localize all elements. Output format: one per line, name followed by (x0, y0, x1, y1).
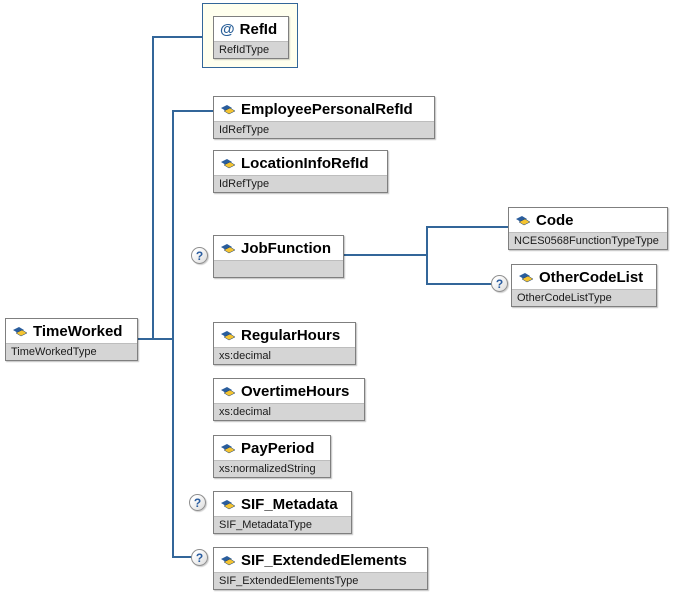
attribute-container: @ RefId RefIdType (202, 3, 298, 68)
connector-line-sifextendedelements-branch (172, 556, 192, 558)
connector-line-attribute-trunk (152, 36, 154, 340)
element-icon (220, 386, 236, 397)
element-icon (515, 215, 531, 226)
node-title: OtherCodeList (512, 265, 656, 289)
element-name: RegularHours (241, 326, 341, 344)
element-icon (220, 104, 236, 115)
connector-line-root-branch (138, 338, 174, 340)
node-sifextendedelements[interactable]: SIF_ExtendedElements SIF_ExtendedElement… (213, 547, 428, 590)
node-timeworked[interactable]: TimeWorked TimeWorkedType (5, 318, 138, 361)
connector-line-jobfunction-trunk (426, 226, 428, 285)
element-icon (220, 499, 236, 510)
connector-line-othercodelist-branch (426, 283, 492, 285)
element-name: SIF_ExtendedElements (241, 551, 407, 569)
element-type: SIF_MetadataType (214, 516, 351, 533)
optional-marker-othercodelist: ? (491, 275, 508, 292)
node-title: SIF_Metadata (214, 492, 351, 516)
connector-line-element-trunk (172, 110, 174, 558)
element-name: PayPeriod (241, 439, 315, 457)
connector-line-refid-branch (152, 36, 202, 38)
node-title: EmployeePersonalRefId (214, 97, 434, 121)
node-code[interactable]: Code NCES0568FunctionTypeType (508, 207, 668, 250)
element-name: OtherCodeList (539, 268, 644, 286)
element-type: OtherCodeListType (512, 289, 656, 306)
node-regularhours[interactable]: RegularHours xs:decimal (213, 322, 356, 365)
node-title: RegularHours (214, 323, 355, 347)
node-jobfunction[interactable]: JobFunction (213, 235, 344, 278)
attribute-at-icon: @ (220, 20, 235, 38)
element-type: NCES0568FunctionTypeType (509, 232, 667, 249)
element-type: TimeWorkedType (6, 343, 137, 360)
node-employeepersonalrefid[interactable]: EmployeePersonalRefId IdRefType (213, 96, 435, 139)
element-name: LocationInfoRefId (241, 154, 369, 172)
node-title: Code (509, 208, 667, 232)
element-icon (220, 243, 236, 254)
element-type (214, 260, 343, 277)
element-type: IdRefType (214, 121, 434, 138)
node-othercodelist[interactable]: OtherCodeList OtherCodeListType (511, 264, 657, 307)
connector-line-code-branch (426, 226, 508, 228)
connector-line-jobfunction-branch (344, 254, 428, 256)
optional-marker-jobfunction: ? (191, 247, 208, 264)
element-icon (220, 443, 236, 454)
element-icon (518, 272, 534, 283)
element-icon (220, 330, 236, 341)
node-title: TimeWorked (6, 319, 137, 343)
node-title: OvertimeHours (214, 379, 364, 403)
element-type: xs:normalizedString (214, 460, 330, 477)
element-type: SIF_ExtendedElementsType (214, 572, 427, 589)
optional-marker-sifmetadata: ? (189, 494, 206, 511)
element-type: xs:decimal (214, 347, 355, 364)
node-title: PayPeriod (214, 436, 330, 460)
element-name: SIF_Metadata (241, 495, 338, 513)
element-icon (220, 158, 236, 169)
element-name: OvertimeHours (241, 382, 350, 400)
element-name: TimeWorked (33, 322, 123, 340)
attribute-type: RefIdType (214, 41, 288, 58)
element-type: xs:decimal (214, 403, 364, 420)
node-title: SIF_ExtendedElements (214, 548, 427, 572)
node-title: LocationInfoRefId (214, 151, 387, 175)
optional-marker-sifextendedelements: ? (191, 549, 208, 566)
node-refid[interactable]: @ RefId RefIdType (213, 16, 289, 59)
attribute-name: RefId (239, 20, 278, 38)
element-icon (220, 555, 236, 566)
node-title: @ RefId (214, 17, 288, 41)
node-overtimehours[interactable]: OvertimeHours xs:decimal (213, 378, 365, 421)
element-name: EmployeePersonalRefId (241, 100, 413, 118)
element-type: IdRefType (214, 175, 387, 192)
node-sifmetadata[interactable]: SIF_Metadata SIF_MetadataType (213, 491, 352, 534)
connector-line-employeepersonalrefid-branch (172, 110, 213, 112)
node-payperiod[interactable]: PayPeriod xs:normalizedString (213, 435, 331, 478)
node-title: JobFunction (214, 236, 343, 260)
element-name: JobFunction (241, 239, 331, 257)
element-icon (12, 326, 28, 337)
element-name: Code (536, 211, 574, 229)
node-locationinforefid[interactable]: LocationInfoRefId IdRefType (213, 150, 388, 193)
